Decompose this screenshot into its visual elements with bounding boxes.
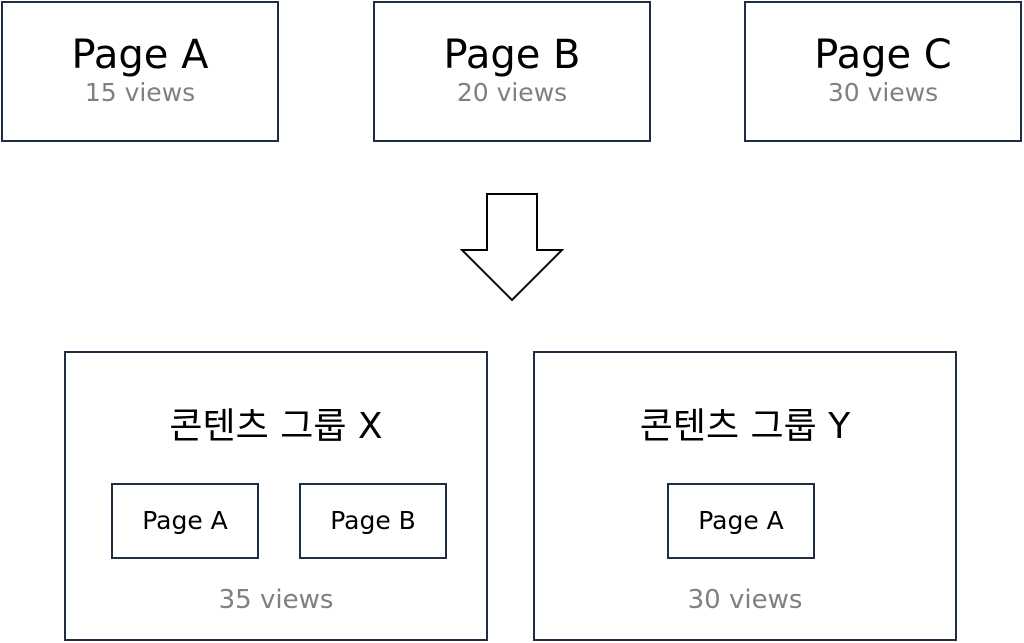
page-card-title: Page A xyxy=(71,32,209,78)
page-card-views: 30 views xyxy=(827,78,939,107)
down-arrow-icon xyxy=(459,193,565,302)
page-card-views: 15 views xyxy=(84,78,196,107)
group-title: 콘텐츠 그룹 Y xyxy=(639,406,851,447)
group-views: 30 views xyxy=(687,585,803,615)
group-member-label: Page A xyxy=(142,506,228,535)
group-views: 35 views xyxy=(218,585,334,615)
page-card-title: Page B xyxy=(443,32,581,78)
page-card-views: 20 views xyxy=(456,78,568,107)
page-card-title: Page C xyxy=(814,32,952,78)
group-member-page: Page A xyxy=(667,483,815,559)
group-title: 콘텐츠 그룹 X xyxy=(169,406,383,447)
group-member-page: Page A xyxy=(111,483,259,559)
page-card-c: Page C 30 views xyxy=(744,1,1022,142)
content-group-x: 콘텐츠 그룹 X Page A Page B 35 views xyxy=(64,351,488,641)
group-member-label: Page A xyxy=(698,506,784,535)
page-card-b: Page B 20 views xyxy=(373,1,651,142)
content-group-y: 콘텐츠 그룹 Y Page A 30 views xyxy=(533,351,957,641)
page-card-a: Page A 15 views xyxy=(1,1,279,142)
group-member-page: Page B xyxy=(299,483,447,559)
group-member-label: Page B xyxy=(330,506,416,535)
